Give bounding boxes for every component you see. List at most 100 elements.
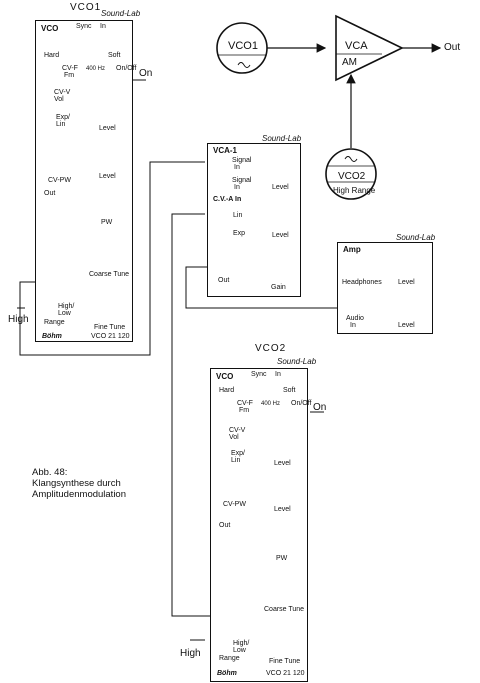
vco1-model: VCO 21 120 <box>91 333 130 340</box>
flow-vco1-wave-icon <box>237 62 251 68</box>
vco2-model: VCO 21 120 <box>266 670 305 677</box>
vco2-panel: VCO Sync In Hard Soft CV-F Fm 400 Hz On/… <box>210 368 312 682</box>
vco2-fine-tune: Fine Tune <box>269 658 301 665</box>
vco1-range: Range <box>44 319 65 326</box>
vco2-cv-f: CV-F <box>237 400 253 407</box>
vca1-level-2: Level <box>272 232 289 239</box>
vco2-sync-in: In <box>275 371 281 378</box>
vco1-on-off: On/Off <box>116 65 137 72</box>
signal-flow-diagram <box>216 14 442 200</box>
vco2-soft: Soft <box>283 387 296 394</box>
vco1-level: Level <box>99 125 116 132</box>
vco2-logo: Sound-Lab <box>277 357 317 366</box>
vco1-sync: Sync <box>76 23 92 30</box>
vco2-level: Level <box>274 460 291 467</box>
vco1-expo: Exp/ <box>56 114 71 121</box>
cable-vco2-out-to-vca1-cv <box>171 213 222 617</box>
vco2-lin: Lin <box>231 457 241 464</box>
vco2-low: Low <box>233 647 246 654</box>
vco2-high-low: High/ <box>233 640 250 647</box>
amp-logo: Sound-Lab <box>396 233 436 242</box>
vca1-title: VCA-1 <box>213 146 238 155</box>
amp-title: Amp <box>343 245 361 254</box>
caption-line-1: Abb. 48: <box>32 467 68 478</box>
vco2-out: Out <box>219 522 231 529</box>
vco1-cv-pw: CV-PW <box>48 177 71 184</box>
vco1-low: Low <box>58 310 71 317</box>
vco2-range: Range <box>219 655 240 662</box>
flow-am-label: AM <box>342 57 357 68</box>
vca1-logo: Sound-Lab <box>262 134 302 143</box>
flow-high-range-label: High Range <box>333 186 376 195</box>
vca1-signal-2: Signal <box>232 177 252 184</box>
vco1-fine-tune: Fine Tune <box>94 324 126 331</box>
flow-vco2-label: VCO2 <box>338 171 366 182</box>
amp-headphones: Headphones <box>342 279 382 286</box>
vca1-gain: Gain <box>271 284 286 291</box>
vco2-vol: Vol <box>229 434 239 441</box>
vco1-cv-vol: CV-V <box>54 89 71 96</box>
vca1-cva-in: C.V.-A In <box>213 196 242 203</box>
vco1-vol: Vol <box>54 96 64 103</box>
vca1-out: Out <box>218 277 230 284</box>
vco1-pw: PW <box>101 219 113 226</box>
vco2-cv-pw: CV-PW <box>223 501 246 508</box>
vca1-exp: Exp <box>233 230 246 237</box>
vco1-coarse-tune: Coarse Tune <box>89 271 130 278</box>
vca1-level: Level <box>272 184 289 191</box>
flow-vco2-circle <box>325 148 377 200</box>
vco1-hard: Hard <box>44 52 60 59</box>
vco1-on-label: On <box>139 68 153 79</box>
caption-line-3: Amplitudenmodulation <box>32 489 127 500</box>
flow-vca-label: VCA <box>345 40 368 52</box>
amp-level-2: Level <box>398 322 415 329</box>
cable-vco1-out-to-vca1-in <box>19 161 205 356</box>
vco1-high-low: High/ <box>58 303 75 310</box>
vco2-brand: Böhm <box>217 670 237 677</box>
flow-out-label: Out <box>444 42 461 53</box>
vco2-high-label: High <box>180 648 201 659</box>
vco1-panel: VCO Sync In Hard Soft CV-F Fm 400 Hz On/… <box>35 20 137 342</box>
vco2-on-off: On/Off <box>291 400 312 407</box>
amp-panel: Amp Headphones Level Audio In Level <box>337 242 433 334</box>
vca1-panel: VCA-1 Signal In Signal In Level C.V.-A I… <box>207 143 301 297</box>
vco2-expo: Exp/ <box>231 450 246 457</box>
vco2-pw: PW <box>276 555 288 562</box>
amp-level: Level <box>398 279 415 286</box>
vca1-in-1: In <box>234 164 240 171</box>
vco2-fm: Fm <box>239 407 250 414</box>
vco2-title: VCO2 <box>255 343 287 354</box>
cable-vca1-out-to-amp <box>185 266 337 309</box>
vco1-lin: Lin <box>56 121 66 128</box>
vco1-fm: Fm <box>64 72 75 79</box>
amp-audio: Audio <box>346 315 364 322</box>
figure-caption: Abb. 48: Klangsynthese durch Amplitudenm… <box>32 467 126 500</box>
flow-vca-triangle <box>335 14 404 82</box>
vco1-soft: Soft <box>108 52 121 59</box>
caption-line-2: Klangsynthese durch <box>32 478 121 489</box>
vco1-module: VCO <box>41 24 59 33</box>
vco1-title: VCO1 <box>70 2 102 13</box>
vco2-module: VCO <box>216 372 234 381</box>
vco2-sync: Sync <box>251 371 267 378</box>
vco1-400hz: 400 Hz <box>86 66 106 72</box>
vco1-sync-in: In <box>100 23 106 30</box>
vco2-cv-vol: CV-V <box>229 427 246 434</box>
vco1-cv-f: CV-F <box>62 65 78 72</box>
vco1-out: Out <box>44 190 56 197</box>
amp-in: In <box>350 322 356 329</box>
vco2-on-label: On <box>313 402 327 413</box>
vca1-lin: Lin <box>233 212 243 219</box>
vco2-400hz: 400 Hz <box>261 401 281 407</box>
vco2-hard: Hard <box>219 387 235 394</box>
flow-vco2-wave-icon <box>344 156 358 162</box>
vco1-high-label: High <box>8 314 29 325</box>
vca1-signal-1: Signal <box>232 157 252 164</box>
vco1-logo: Sound-Lab <box>101 9 141 18</box>
vca1-in-2: In <box>234 184 240 191</box>
flow-vco1-label: VCO1 <box>228 40 258 52</box>
patch-cables <box>17 76 337 641</box>
vco2-level-2: Level <box>274 506 291 513</box>
vco1-brand: Böhm <box>42 333 62 340</box>
